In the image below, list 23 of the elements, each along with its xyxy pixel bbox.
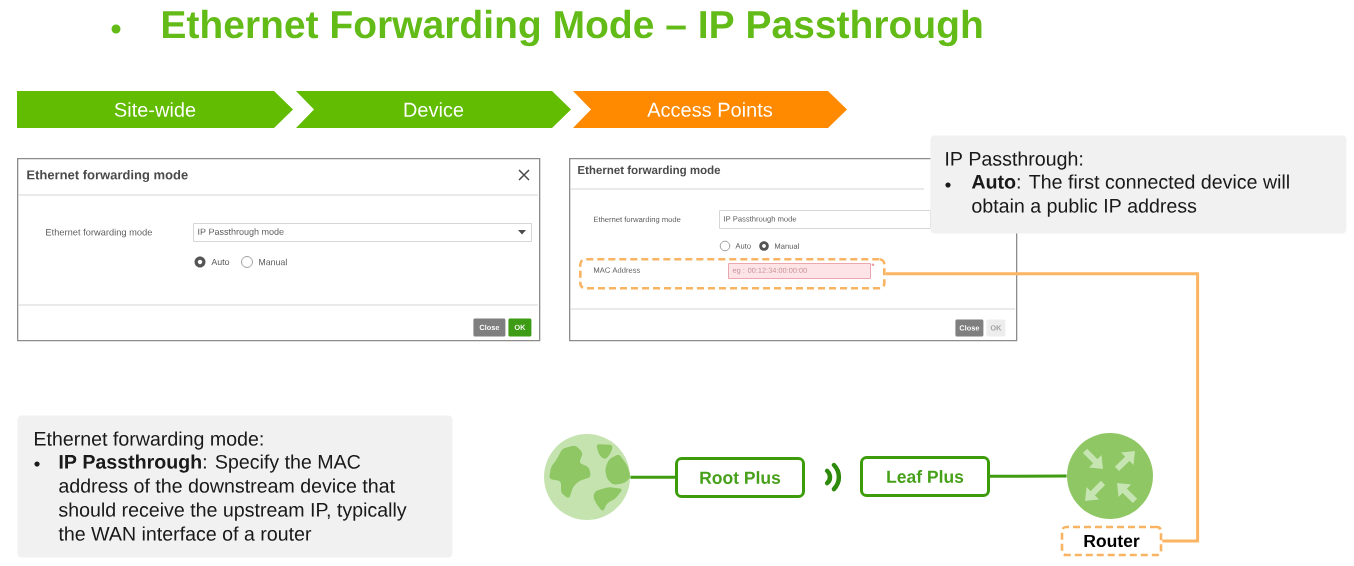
- router-icon: [1067, 433, 1153, 519]
- globe-icon: [544, 434, 630, 520]
- dialog-title: Ethernet forwarding mode: [578, 165, 721, 177]
- bullet-text: Auto: The first connected device will obtain a public IP address: [971, 174, 1289, 217]
- required-mark: *: [871, 263, 875, 267]
- title: Ethernet Forwarding Mode – IP Passthrough: [163, 9, 982, 47]
- field-label: Ethernet forwarding mode: [46, 228, 152, 238]
- device-box: Root Plus: [675, 457, 805, 498]
- dropdown-field: IP Passthrough mode: [193, 223, 532, 242]
- note-heading: IP Passthrough:: [946, 151, 1083, 170]
- process-step: Access Points: [573, 91, 847, 128]
- note-heading: Ethernet forwarding mode:: [35, 431, 263, 450]
- radio-label: Auto: [211, 258, 230, 266]
- dashed-label-box: Router: [1060, 525, 1163, 557]
- process-step: Device: [296, 91, 571, 128]
- connector-line: [630, 475, 675, 479]
- process-step: Site-wide: [17, 91, 293, 128]
- device-box: Leaf Plus: [860, 456, 990, 497]
- connector-line: [990, 474, 1067, 478]
- radio-label: Manual: [259, 258, 287, 266]
- bullet-text: IP Passthrough: Specify the MAC address of the downstream device that should receive the upstream IP, typically the WAN interface of a router: [58, 454, 407, 541]
- dialog-title: Ethernet forwarding mode: [27, 169, 188, 183]
- connector-line: [885, 272, 1200, 543]
